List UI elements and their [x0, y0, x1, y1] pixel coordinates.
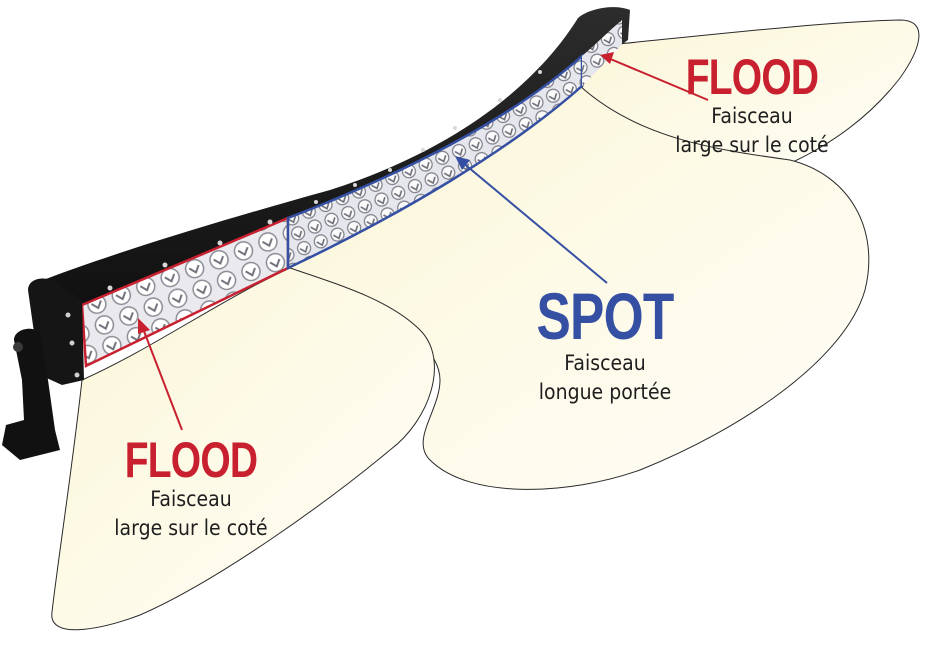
flood-right-desc-line1: Faisceau	[711, 104, 793, 128]
flood-left-desc-line1: Faisceau	[150, 487, 232, 511]
spot-arrow	[455, 156, 608, 284]
mounting-bracket-icon	[2, 278, 84, 460]
flood-left-label: FLOOD Faisceau large sur le coté	[86, 435, 296, 543]
spot-label: SPOT Faisceau longue portée	[505, 283, 705, 407]
flood-right-arrow	[600, 52, 709, 101]
flood-right-label: FLOOD Faisceau large sur le coté	[652, 52, 852, 160]
bar-screws	[107, 70, 542, 291]
flood-right-desc-line2: large sur le coté	[675, 133, 829, 157]
flood-right-title: FLOOD	[685, 49, 819, 105]
flood-left-desc-line2: large sur le coté	[114, 516, 268, 540]
spot-desc-line1: Faisceau	[564, 351, 646, 375]
spot-desc-line2: longue portée	[538, 380, 672, 404]
spot-title: SPOT	[536, 279, 674, 353]
flood-left-title: FLOOD	[124, 432, 258, 488]
flood-right-lens	[582, 20, 622, 86]
flood-left-arrow	[138, 318, 183, 431]
light-bar-body	[30, 7, 630, 321]
